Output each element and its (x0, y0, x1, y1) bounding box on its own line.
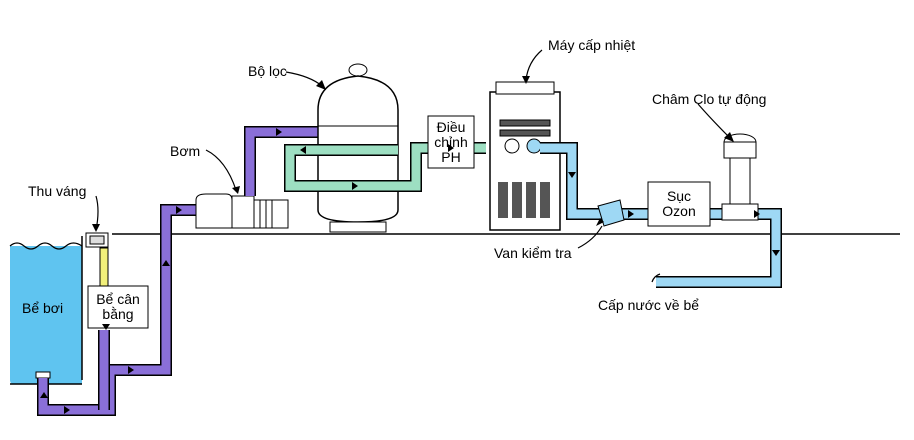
label-thu-vang: Thu váng (28, 183, 87, 199)
skimmer (85, 232, 109, 248)
label-bom: Bơm (170, 143, 201, 159)
label-be-can-bang-line1: Bể cân (96, 291, 140, 307)
label-suc-ozon: Sục Ozon (648, 182, 710, 226)
label-van-kiem-tra: Van kiểm tra (494, 245, 572, 261)
label-dieu-chinh-ph-line2: chỉnh (434, 133, 468, 150)
label-dieu-chinh-ph: Điều chỉnh PH (428, 116, 474, 168)
label-may-cap-nhiet: Máy cấp nhiệt (548, 37, 636, 53)
pump (195, 193, 289, 229)
ph-controller-box (427, 115, 475, 169)
label-be-can-bang: Bể cân bằng (88, 286, 148, 328)
label-cap-nuoc-ve-be: Cấp nước về bể (598, 297, 700, 313)
main-drain (35, 371, 51, 379)
label-cham-clo: Châm Clo tự động (652, 91, 767, 107)
label-suc-ozon-line1: Sục (666, 188, 692, 204)
chlorinator (721, 133, 759, 221)
balance-tank (87, 285, 149, 329)
heater (489, 81, 561, 231)
label-dieu-chinh-ph-line1: Điều (436, 118, 466, 135)
label-be-boi: Bể bơi (22, 300, 64, 316)
ozone-box (647, 181, 711, 227)
label-bo-loc: Bộ lọc (248, 63, 287, 79)
label-be-can-bang-line2: bằng (102, 306, 134, 322)
flow-arrows (40, 128, 780, 414)
label-dieu-chinh-ph-line3: PH (441, 148, 461, 165)
leader-arrowheads (92, 76, 734, 232)
label-suc-ozon-line2: Ozon (662, 203, 696, 219)
check-valve (597, 199, 625, 227)
